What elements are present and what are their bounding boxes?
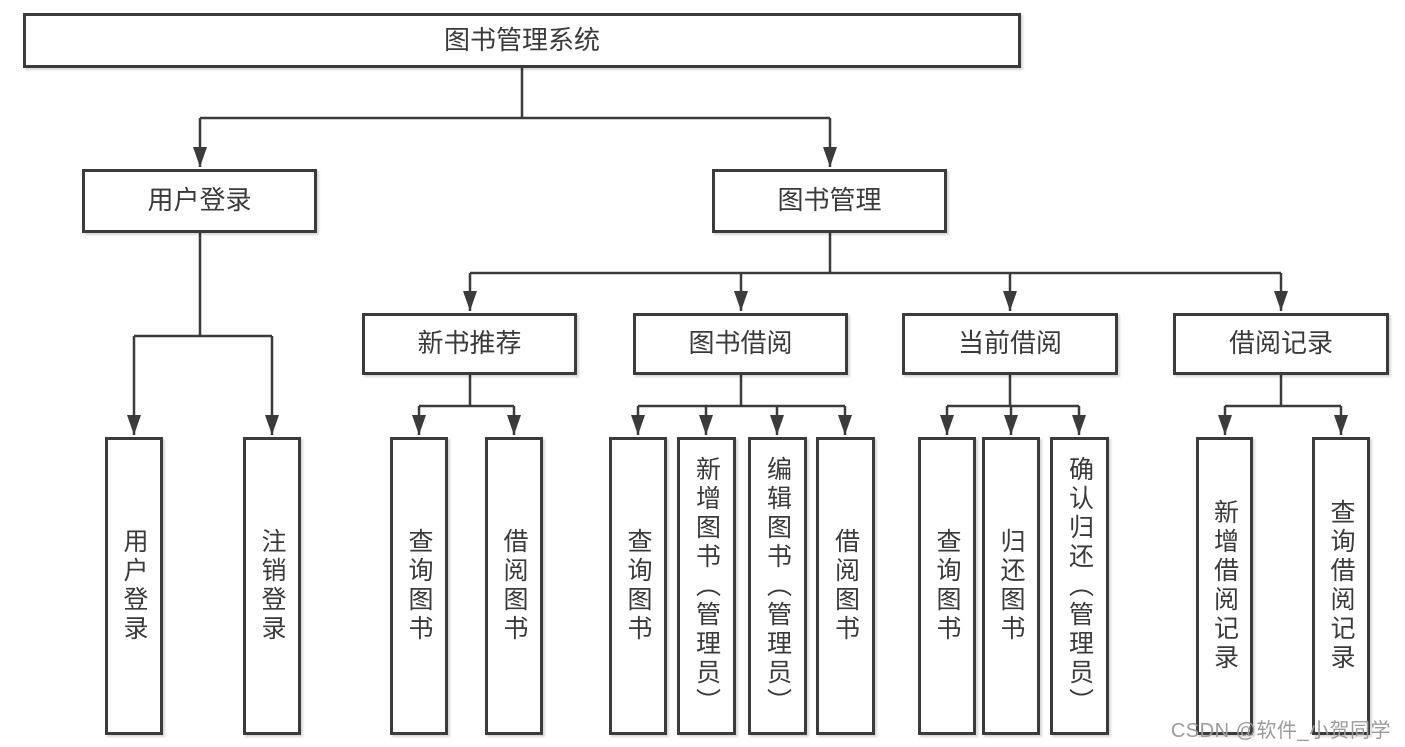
node-label: 归还图书 [997,528,1025,644]
node-user-login: 用户登录 [82,169,317,233]
connectors-root-to-level2 [193,68,837,167]
connectors-current-borrow [940,375,1086,435]
leaf-borrow-books-recommend: 借阅图书 [485,437,543,735]
node-label: 查询图书 [933,528,961,644]
node-label: 编辑图书（管理员） [763,455,792,717]
node-label: 查询图书 [405,528,433,644]
node-label: 图书借阅 [688,328,793,359]
node-label: 用户登录 [120,528,148,644]
node-borrow-records: 借阅记录 [1173,313,1389,375]
node-label: 查询图书 [624,528,652,644]
node-book-borrow: 图书借阅 [633,313,848,375]
node-label: 借阅图书 [831,528,860,644]
node-new-book-recommend: 新书推荐 [362,313,577,375]
node-current-borrow: 当前借阅 [902,313,1118,375]
node-label: 注销登录 [258,528,286,644]
connectors-borrow-records [1218,375,1348,435]
leaf-query-books-current: 查询图书 [918,437,976,735]
connectors-new-book-recommend [412,375,521,435]
node-label: 新增图书（管理员） [692,455,721,717]
leaf-borrow-books: 借阅图书 [816,437,875,735]
leaf-query-books-borrow: 查询图书 [609,437,667,735]
leaf-query-books-recommend: 查询图书 [390,437,448,735]
leaf-confirm-return-admin: 确认归还（管理员） [1050,437,1109,735]
connectors-user-login-to-leaves [127,233,279,435]
node-library-management-system: 图书管理系统 [23,13,1021,68]
connectors-book-borrow [631,375,852,435]
csdn-watermark: CSDN @软件_小贺同学 [1170,720,1391,742]
node-label: 确认归还（管理员） [1065,455,1094,717]
leaf-return-books: 归还图书 [982,437,1040,735]
node-label: 新增借阅记录 [1210,499,1239,673]
node-label: 借阅记录 [1228,328,1333,359]
leaf-add-books-admin: 新增图书（管理员） [677,437,736,735]
node-label: 新书推荐 [417,328,522,359]
leaf-query-borrow-record: 查询借阅记录 [1312,437,1370,735]
leaf-user-login: 用户登录 [105,437,163,735]
connectors-book-management-to-level3 [463,233,1288,311]
node-label: 查询借阅记录 [1327,499,1355,673]
leaf-logout: 注销登录 [243,437,301,735]
node-label: 图书管理系统 [443,24,600,55]
leaf-add-borrow-record: 新增借阅记录 [1196,437,1253,735]
node-label: 借阅图书 [500,528,528,644]
node-book-management: 图书管理 [712,169,947,233]
node-label: 图书管理 [777,185,882,216]
node-label: 当前借阅 [957,328,1062,359]
leaf-edit-books-admin: 编辑图书（管理员） [748,437,807,735]
node-label: 用户登录 [147,185,252,216]
